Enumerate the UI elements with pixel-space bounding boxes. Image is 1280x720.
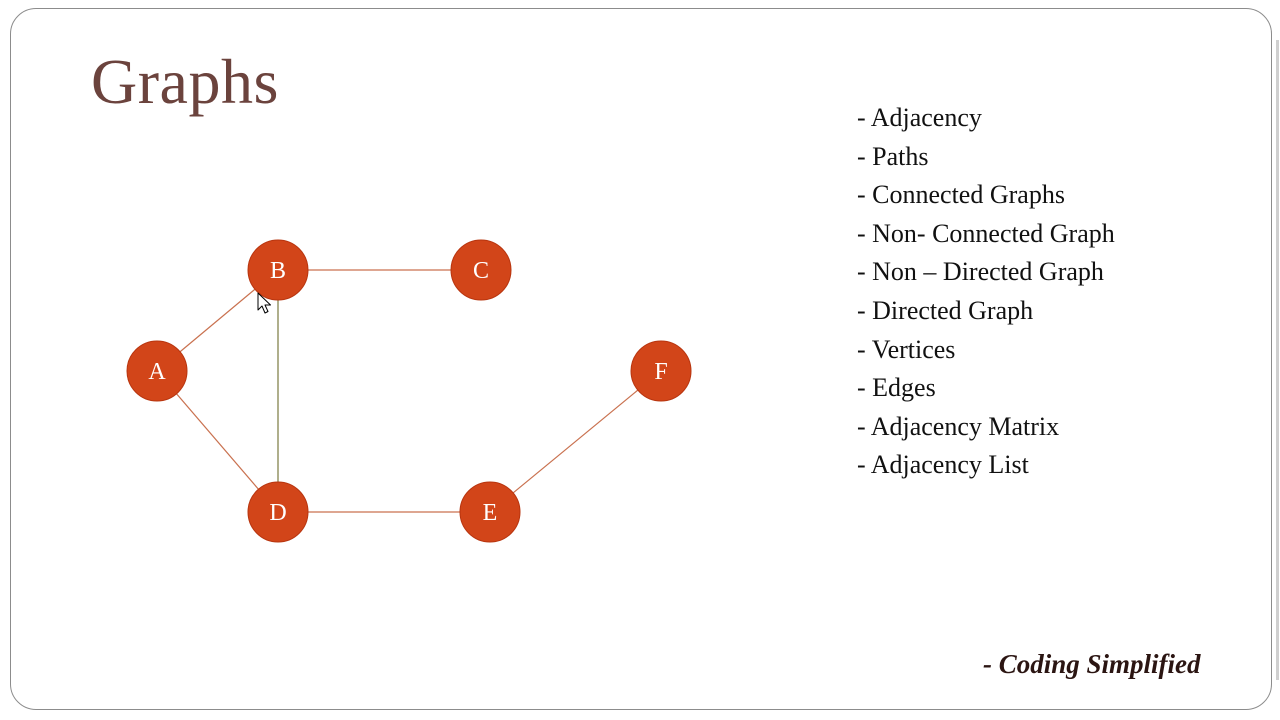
- topic-item: - Edges: [857, 373, 936, 403]
- edges-layer: [156, 269, 662, 513]
- node-circle: [126, 340, 188, 402]
- node-circle: [630, 340, 692, 402]
- node-c: C: [450, 239, 512, 301]
- node-a: A: [126, 340, 188, 402]
- topic-item: - Adjacency List: [857, 450, 1029, 480]
- credit-prefix: -: [983, 649, 999, 679]
- node-d: D: [247, 481, 309, 543]
- node-label: E: [483, 500, 498, 526]
- topic-item: - Directed Graph: [857, 295, 1034, 325]
- slide-title: Graphs: [91, 46, 279, 117]
- node-circle: [459, 481, 521, 543]
- topic-item: - Non – Directed Graph: [857, 257, 1104, 287]
- topic-item: - Paths: [857, 141, 929, 171]
- topic-item: - Adjacency Matrix: [857, 411, 1060, 441]
- slide: Graphs A B C D E F - Adjacency - Paths - Conn…: [10, 8, 1272, 710]
- node-circle: [247, 481, 309, 543]
- node-label: A: [148, 359, 166, 385]
- node-circle: [450, 239, 512, 301]
- topic-item: - Adjacency: [857, 103, 982, 132]
- topic-item: - Non- Connected Graph: [857, 218, 1115, 248]
- node-label: D: [269, 500, 286, 526]
- node-e: E: [459, 481, 521, 543]
- topic-list: - Adjacency - Paths - Connected Graphs -…: [857, 99, 1115, 485]
- node-label: F: [654, 359, 667, 385]
- node-b: B: [247, 239, 309, 301]
- mouse-pointer-icon: [257, 292, 271, 314]
- nodes-layer: A B C D E F: [126, 239, 692, 543]
- credit-text: Coding Simplified: [998, 649, 1201, 679]
- node-circle: [247, 239, 309, 301]
- node-label: B: [270, 258, 286, 284]
- topic-item: - Connected Graphs: [857, 180, 1065, 210]
- scrollbar-track[interactable]: [1276, 40, 1279, 680]
- node-label: C: [473, 258, 489, 284]
- graph-diagram: A B C D E F: [126, 239, 692, 543]
- node-f: F: [630, 340, 692, 402]
- edge-e-f: [489, 370, 662, 513]
- credit-line: - Coding Simplified: [983, 649, 1201, 680]
- edge-a-d: [156, 370, 279, 513]
- topic-item: - Vertices: [857, 334, 956, 364]
